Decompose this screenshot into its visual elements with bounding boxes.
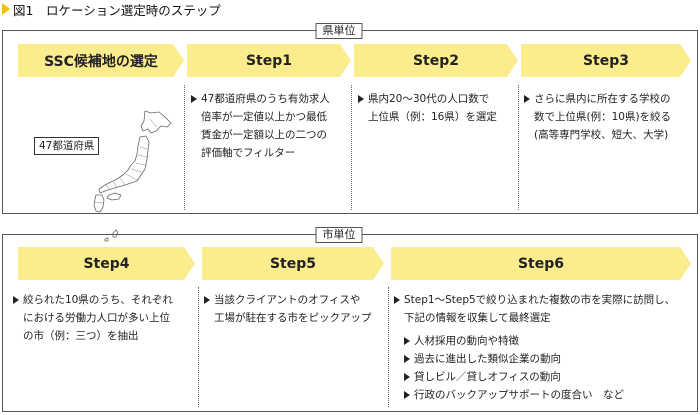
step1-text-line: 賃金が一定額以上の二つの (201, 129, 327, 141)
step6-info-text: 過去に進出した類似企業の動向 (414, 353, 561, 365)
step1-item: 47都道府県のうち有効求人 倍率が一定値以上かつ最低 賃金が一定額以上の二つの … (191, 90, 349, 162)
step6-text-line: Step1～Step5で絞り込まれた複数の市を実際に訪問し、 (404, 294, 676, 306)
bullet-triangle-icon (404, 373, 410, 381)
step4-chevron: Step4 (18, 247, 195, 280)
separator (184, 85, 185, 210)
step3-text-line: (高等専門学校、短大、大学) (534, 129, 669, 141)
bullet-triangle-icon (204, 296, 210, 304)
step4-label: Step4 (83, 255, 130, 272)
step6-info-list: 人材採用の動向や特徴 過去に進出した類似企業の動向 貸しビル／貸しオフィスの動向… (394, 332, 694, 404)
step6-info-text: 行政のバックアップサポートの度合い など (414, 389, 624, 401)
step5-description: 当該クライアントのオフィスや 工場が駐在する市をピックアップ (204, 291, 386, 327)
figure-title-text: 図1 ロケーション選定時のステップ (13, 2, 221, 18)
bullet-triangle-icon (191, 95, 197, 103)
separator (388, 287, 389, 407)
step1-label: Step1 (245, 52, 293, 69)
step4-text-line: における労働力人口が多い上位 (23, 312, 170, 324)
step5-chevron: Step5 (202, 247, 384, 280)
separator (351, 85, 352, 210)
step5-text-line: 工場が駐在する市をピックアップ (214, 312, 372, 324)
step6-info-text: 貸しビル／貸しオフィスの動向 (414, 371, 561, 383)
step4-description: 絞られた10県のうち、それぞれ における労働力人口が多い上位 の市（例：三つ）を… (13, 291, 195, 345)
city-level-section: 市単位 Step4 Step5 Step6 絞られた10県のうち、それぞれ にお… (2, 227, 698, 412)
bullet-triangle-icon (404, 355, 410, 363)
step5-item: 当該クライアントのオフィスや 工場が駐在する市をピックアップ (204, 291, 386, 327)
step1-text-line: 評価軸でフィルター (201, 147, 296, 159)
step6-label: Step6 (517, 255, 565, 272)
title-marker-icon (2, 3, 10, 15)
step1-description: 47都道府県のうち有効求人 倍率が一定値以上かつ最低 賃金が一定額以上の二つの … (191, 90, 349, 162)
step2-chevron: Step2 (354, 44, 518, 77)
step3-label: Step3 (582, 52, 630, 69)
step1-chevron: Step1 (187, 44, 351, 77)
step6-info-item: 行政のバックアップサポートの度合い など (404, 386, 694, 404)
separator (198, 287, 199, 407)
step0-chevron: SSC候補地の選定 (18, 44, 184, 77)
step4-text-line: の市（例：三つ）を抽出 (23, 330, 139, 342)
bullet-triangle-icon (404, 391, 410, 399)
japan-map-icon (93, 110, 172, 242)
step2-description: 県内20～30代の人口数で 上位県（例：16県）を選定 (358, 90, 516, 126)
step6-info-text: 人材採用の動向や特徴 (414, 335, 519, 347)
step6-text-line: 下記の情報を収集して最終選定 (404, 312, 551, 324)
step6-info-item: 過去に進出した類似企業の動向 (404, 350, 694, 368)
step3-text-line: さらに県内に所在する学校の (534, 93, 671, 105)
step4-item: 絞られた10県のうち、それぞれ における労働力人口が多い上位 の市（例：三つ）を… (13, 291, 195, 345)
step6-chevron: Step6 (391, 247, 691, 280)
step2-item: 県内20～30代の人口数で 上位県（例：16県）を選定 (358, 90, 516, 126)
prefecture-level-label: 県単位 (315, 23, 363, 39)
step1-text-line: 倍率が一定値以上かつ最低 (201, 111, 327, 123)
step6-info-item: 人材採用の動向や特徴 (404, 332, 694, 350)
step3-chevron: Step3 (521, 44, 691, 77)
step3-description: さらに県内に所在する学校の 数で上位県(例：10県)を絞る (高等専門学校、短大… (524, 90, 694, 144)
separator (518, 85, 519, 210)
step6-item: Step1～Step5で絞り込まれた複数の市を実際に訪問し、 下記の情報を収集し… (394, 291, 694, 327)
step1-text-line: 47都道府県のうち有効求人 (201, 93, 330, 105)
bullet-triangle-icon (358, 95, 364, 103)
figure-title: 図1 ロケーション選定時のステップ (2, 1, 221, 18)
city-level-label: 市単位 (315, 227, 363, 243)
bullet-triangle-icon (13, 296, 19, 304)
bullet-triangle-icon (404, 337, 410, 345)
step3-item: さらに県内に所在する学校の 数で上位県(例：10県)を絞る (高等専門学校、短大… (524, 90, 694, 144)
step6-description: Step1～Step5で絞り込まれた複数の市を実際に訪問し、 下記の情報を収集し… (394, 291, 694, 404)
prefecture-count-box: 47都道府県 (34, 137, 100, 155)
prefecture-level-section: 県単位 SSC候補地の選定 Step1 Step2 Step3 (2, 23, 698, 242)
step4-text-line: 絞られた10県のうち、それぞれ (23, 294, 173, 306)
step5-label: Step5 (269, 255, 317, 272)
step0-label: SSC候補地の選定 (44, 53, 158, 70)
step2-label: Step2 (412, 52, 460, 69)
bullet-triangle-icon (394, 296, 400, 304)
step6-info-item: 貸しビル／貸しオフィスの動向 (404, 368, 694, 386)
step2-text-line: 上位県（例：16県）を選定 (368, 111, 497, 123)
step5-text-line: 当該クライアントのオフィスや (214, 294, 361, 306)
bullet-triangle-icon (524, 95, 530, 103)
step3-text-line: 数で上位県(例：10県)を絞る (534, 111, 672, 123)
step2-text-line: 県内20～30代の人口数で (368, 93, 490, 105)
